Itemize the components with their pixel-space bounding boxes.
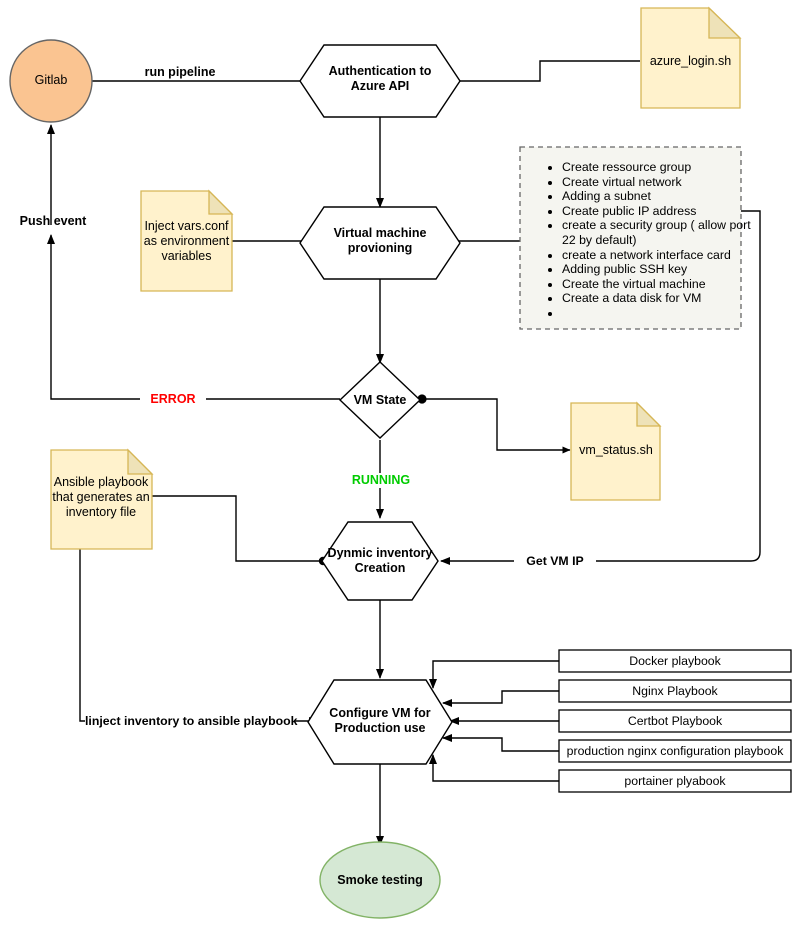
note-azure-login[interactable]	[640, 6, 742, 109]
provisioning-step-item: Adding public SSH key	[562, 262, 754, 277]
node-vm-state[interactable]	[338, 361, 422, 439]
note-inject-vars[interactable]	[140, 189, 234, 292]
provisioning-step-item: Create public IP address	[562, 204, 754, 219]
edge-error-to-gitlab	[47, 234, 340, 400]
edge-vmstate-to-vmstatus	[423, 398, 571, 454]
edge-ansiblenote-to-dyninventory	[152, 495, 322, 562]
provisioning-step-item	[562, 306, 754, 321]
playbook-boxes	[558, 649, 792, 793]
node-authentication-to-azure-api[interactable]	[299, 44, 461, 118]
edge-portainer-playbook	[429, 754, 559, 782]
provisioning-step-item: Create the virtual machine	[562, 277, 754, 292]
provisioning-step-item: Create virtual network	[562, 175, 754, 190]
provisioning-steps-list: Create ressource groupCreate virtual net…	[546, 160, 754, 321]
provisioning-steps-box	[519, 146, 742, 330]
provisioning-step-item: Create a data disk for VM	[562, 291, 754, 306]
node-dynamic-inventory-creation[interactable]	[321, 521, 439, 601]
edge-get-vm-ip	[440, 210, 761, 565]
edge-inject-inventory	[79, 549, 319, 725]
provisioning-step-item: create a security group ( allow port 22 …	[562, 218, 754, 247]
playbook-box-0[interactable]	[558, 649, 792, 673]
edge-nginx-playbook	[442, 690, 559, 707]
node-smoke-testing[interactable]	[319, 841, 441, 919]
playbook-box-1[interactable]	[558, 679, 792, 703]
provisioning-step-item: Adding a subnet	[562, 189, 754, 204]
playbook-box-3[interactable]	[558, 739, 792, 763]
provisioning-step-item: create a network interface card	[562, 248, 754, 263]
edge-auth-to-azurelogin	[443, 60, 640, 82]
edge-docker-playbook	[429, 660, 559, 689]
node-gitlab[interactable]	[9, 39, 93, 123]
node-virtual-machine-provisioning[interactable]	[299, 206, 461, 280]
note-vm-status[interactable]	[570, 401, 662, 501]
edge-prod-nginx-playbook	[442, 734, 559, 752]
node-configure-vm-for-production[interactable]	[307, 679, 453, 765]
playbook-box-4[interactable]	[558, 769, 792, 793]
note-ansible-playbook[interactable]	[50, 448, 154, 550]
playbook-box-2[interactable]	[558, 709, 792, 733]
provisioning-step-item: Create ressource group	[562, 160, 754, 175]
